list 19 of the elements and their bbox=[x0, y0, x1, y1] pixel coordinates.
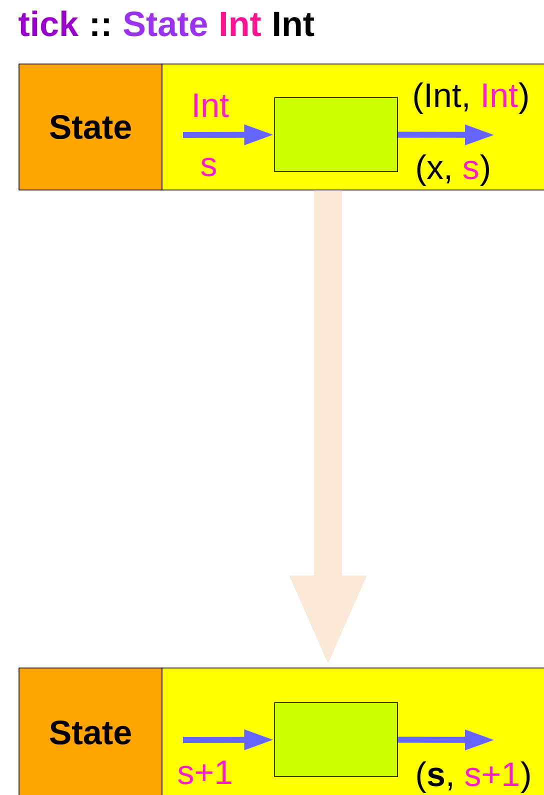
title-text: Int bbox=[274, 12, 314, 36]
function-box bbox=[274, 702, 398, 777]
value-label: ) bbox=[480, 154, 489, 186]
value-label: ) bbox=[520, 761, 530, 794]
value-label: s bbox=[201, 158, 216, 176]
value-label: s bbox=[463, 160, 478, 180]
title-text: State bbox=[124, 12, 207, 36]
value-label: s+1 bbox=[178, 760, 232, 784]
title-text: Int bbox=[220, 12, 261, 36]
type-label: ) bbox=[518, 82, 528, 114]
type-label: Int bbox=[194, 94, 229, 118]
value-label: s+1 bbox=[465, 762, 518, 786]
type-label: (Int, bbox=[414, 82, 468, 114]
value-label: (s, bbox=[417, 761, 452, 794]
value-label: (x, bbox=[417, 154, 450, 186]
state-box: State bbox=[18, 64, 162, 190]
function-box bbox=[274, 97, 398, 172]
state-box: State bbox=[18, 668, 162, 795]
type-label: Int bbox=[483, 84, 518, 108]
